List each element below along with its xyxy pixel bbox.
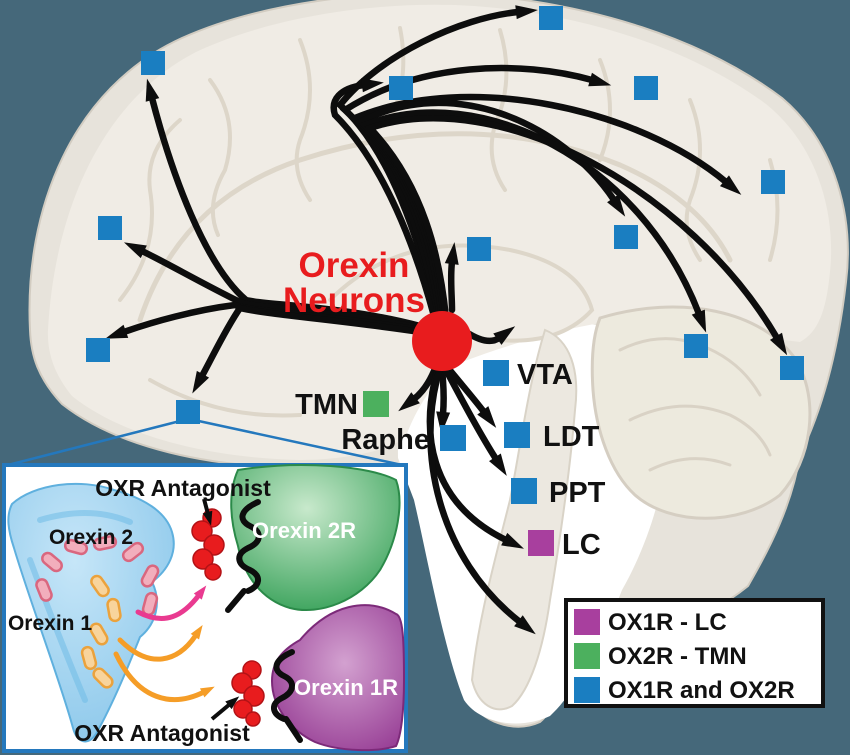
orexin1-label: Orexin 1 [8,612,92,635]
labeled-region-squares [363,360,554,556]
legend-swatch-ox1r-ox2r [574,677,600,703]
projection-arrows [105,5,788,635]
orexin1r-label: Orexin 1R [294,675,398,700]
page-title: Orexin Neurons [283,246,425,320]
orexin-neuron-soma [412,311,472,371]
projection-square [141,51,165,75]
projection-square [780,356,804,380]
legend-frame [564,598,825,708]
cortex [47,4,832,460]
orexin1-release-arrow-upper [117,625,203,662]
orexin2r-receptor-icon [236,499,262,594]
orexin2r-receptor-tail [225,588,247,613]
legend-label-ox1r-lc: OX1R - LC [608,609,727,636]
tmn-square [363,391,389,417]
title-line-1: Orexin [299,246,410,285]
orexin2r-label: Orexin 2R [252,518,356,543]
orexin1r-receptor-icon [271,649,295,722]
ldt-square [504,422,530,448]
legend-label-ox1r-ox2r: OX1R and OX2R [608,677,795,704]
legend-label-ox2r-tmn: OX2R - TMN [608,643,747,670]
label-vta: VTA [517,359,573,391]
antagonist-top-pointer [202,498,213,526]
label-ldt: LDT [543,421,600,453]
projection-square [614,225,638,249]
oxr-antagonist-blob-bottom [231,660,265,727]
projection-square [389,76,413,100]
legend-swatch-ox2r-tmn [574,643,600,669]
orexin2-label: Orexin 2 [49,526,133,549]
legend: OX1R - LC OX2R - TMN OX1R and OX2R [564,598,825,708]
projection-square [86,338,110,362]
projection-square [761,170,785,194]
synapse-inset: OXR Antagonist Orexin 2 Orexin 1 Orexin … [2,463,408,753]
terminal-shading [27,510,133,703]
projection-squares [86,6,804,424]
projection-square [467,237,491,261]
postsynaptic-orexin2r [230,464,401,612]
projection-square [98,216,122,240]
orexin1-vesicles [80,574,122,689]
vta-square [483,360,509,386]
label-lc: LC [562,529,601,561]
region-labels: VTA TMN Raphe LDT PPT LC [295,359,606,561]
oxr-antagonist-bottom-label: OXR Antagonist [74,720,250,746]
orexin2-release-arrow [135,585,207,621]
oxr-antagonist-blob-top [191,508,225,581]
legend-swatch-ox1r-lc [574,609,600,635]
projection-square [634,76,658,100]
projection-square [684,334,708,358]
label-raphe: Raphe [341,424,430,456]
postsynaptic-orexin1r [270,604,406,752]
orexin1-release-arrow-lower [113,651,215,702]
label-tmn: TMN [295,389,358,421]
ppt-square [511,478,537,504]
antagonist-bottom-pointer [210,696,240,721]
inset-callout-lines [7,418,403,467]
title-line-2: Neurons [283,281,425,320]
projection-square [539,6,563,30]
label-ppt: PPT [549,477,606,509]
projection-square [176,400,200,424]
raphe-square [440,425,466,451]
lc-square [528,530,554,556]
cerebellum [590,305,812,520]
oxr-antagonist-top-label: OXR Antagonist [95,475,271,501]
orexin1r-receptor-tail [283,716,303,743]
